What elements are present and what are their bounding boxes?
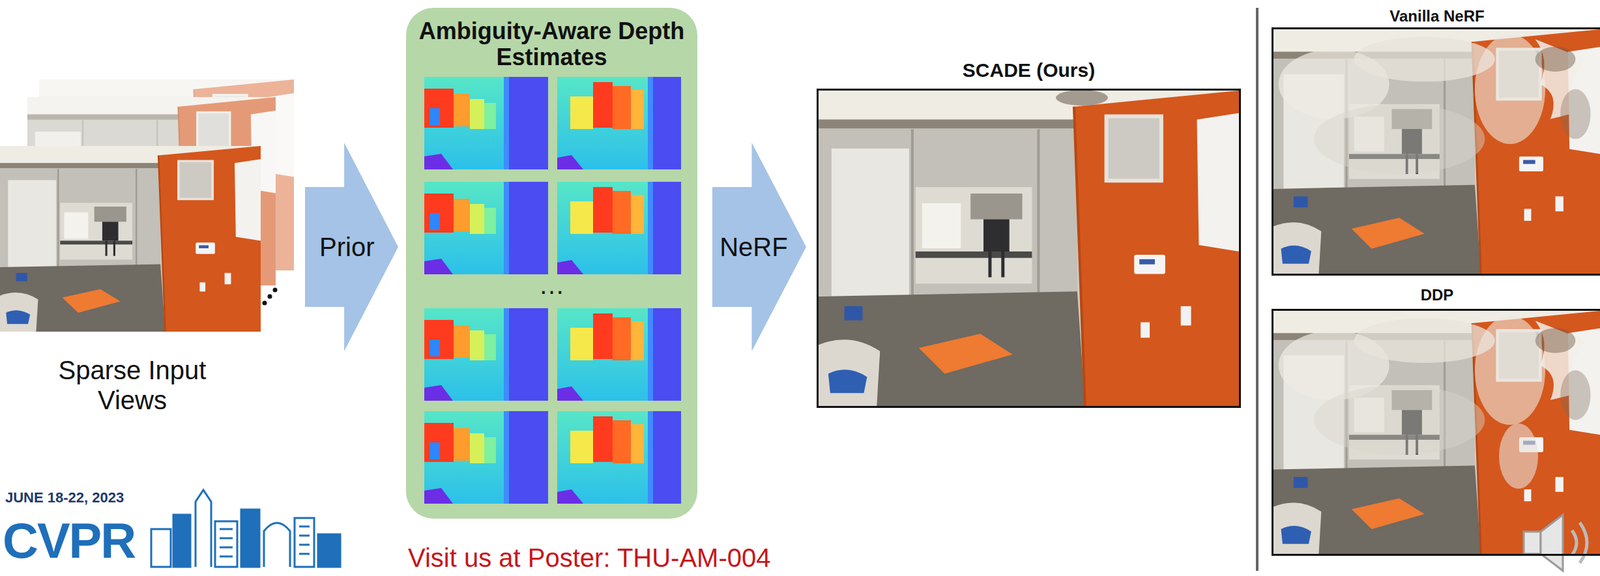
conference-date: JUNE 18-22, 2023 bbox=[5, 490, 124, 506]
vanilla-nerf-render bbox=[1278, 34, 1591, 175]
render-frame: Vanilla NeRF bbox=[1271, 27, 1600, 276]
arrow-label: NeRF bbox=[719, 232, 788, 262]
speaker-icon bbox=[1523, 531, 1541, 554]
frame-title: DDP bbox=[1273, 286, 1600, 305]
block-arrow bbox=[712, 142, 807, 352]
depth-panel bbox=[424, 181, 549, 275]
scade-render bbox=[818, 90, 1239, 407]
depth-panel bbox=[557, 181, 682, 275]
depth-panel bbox=[406, 7, 698, 519]
speaker-icon bbox=[1523, 514, 1587, 571]
depth-estimates-panel: Ambiguity-Aware Depth Estimates … bbox=[406, 7, 698, 519]
city-skyline bbox=[294, 518, 315, 568]
divider-line bbox=[1255, 7, 1259, 571]
input-photos bbox=[273, 288, 278, 293]
panel-title: Ambiguity-Aware Depth Estimates bbox=[406, 7, 698, 70]
ddp-render bbox=[1273, 310, 1600, 554]
input-photos bbox=[267, 294, 273, 300]
poster-note: Visit us at Poster: THU-AM-004 bbox=[407, 543, 771, 573]
ellipsis-mark: … bbox=[406, 271, 698, 298]
depth-panel bbox=[557, 411, 682, 504]
scade-render bbox=[818, 89, 1239, 407]
city-skyline bbox=[173, 514, 191, 568]
depth-panel bbox=[557, 308, 682, 401]
ddp-render bbox=[1273, 310, 1600, 554]
speaker-icon bbox=[1540, 514, 1563, 571]
depth-panel bbox=[406, 7, 698, 519]
ddp-render bbox=[1278, 316, 1591, 455]
city-skyline bbox=[215, 521, 238, 568]
speaker-icon bbox=[1579, 522, 1587, 564]
input-photos bbox=[0, 79, 294, 332]
depth-panel bbox=[424, 76, 549, 170]
scade-render bbox=[1055, 89, 1108, 106]
render-frame: DDP bbox=[1271, 308, 1600, 556]
input-photos bbox=[262, 301, 268, 306]
city-skyline bbox=[299, 526, 310, 554]
arrow-label: Prior bbox=[319, 232, 375, 262]
render-frame: SCADE (Ours) bbox=[816, 88, 1241, 408]
input-photos bbox=[0, 145, 261, 332]
frame-title: Vanilla NeRF bbox=[1273, 7, 1600, 26]
depth-panel bbox=[557, 76, 682, 170]
panel-heading: Sparse Input Views bbox=[47, 355, 218, 416]
city-skyline bbox=[263, 523, 291, 568]
frame-title: SCADE (Ours) bbox=[818, 59, 1239, 83]
block-arrow bbox=[305, 142, 399, 352]
depth-panel bbox=[424, 411, 549, 504]
speaker-icon bbox=[1571, 530, 1577, 556]
conference-logo: CVPR bbox=[2, 516, 135, 566]
city-skyline bbox=[151, 490, 341, 568]
city-skyline bbox=[241, 509, 260, 568]
vanilla-nerf-render bbox=[1273, 29, 1600, 274]
city-skyline bbox=[318, 534, 341, 568]
input-views-panel: Sparse Input Views bbox=[0, 79, 295, 333]
vanilla-nerf-render bbox=[1273, 29, 1600, 274]
city-skyline bbox=[195, 490, 212, 568]
city-skyline bbox=[219, 529, 233, 557]
city-skyline bbox=[151, 529, 171, 568]
ddp-render bbox=[1498, 423, 1539, 489]
depth-panel bbox=[424, 308, 549, 401]
